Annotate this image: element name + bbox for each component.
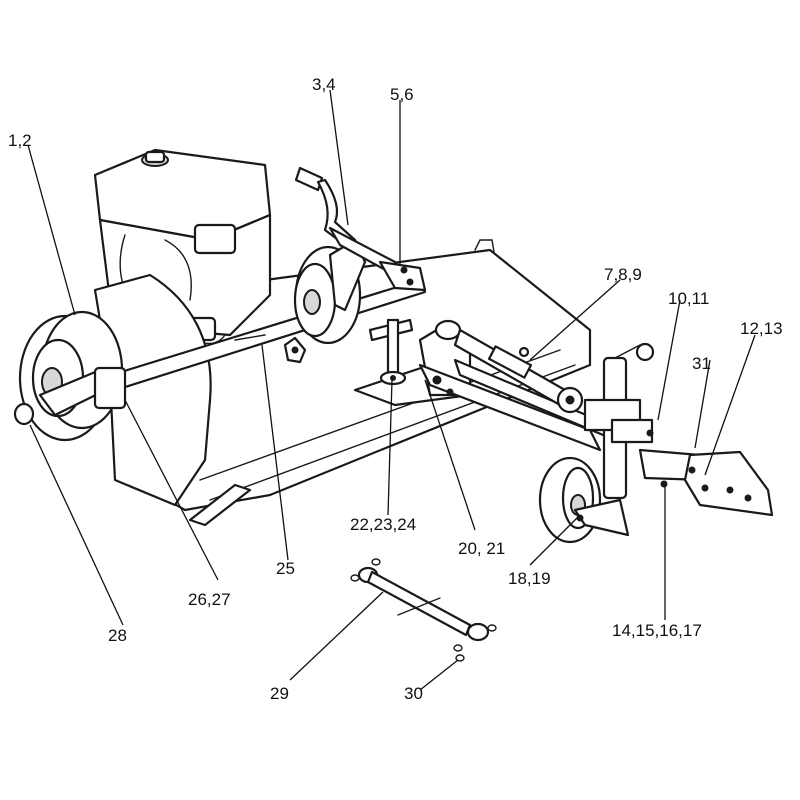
callout-3-4: 3,4 <box>312 75 336 94</box>
leader-lines <box>27 89 756 691</box>
callout-31: 31 <box>692 354 711 373</box>
callout-7-8-9: 7,8,9 <box>604 265 642 284</box>
callout-30: 30 <box>404 684 423 703</box>
jockey-wheel <box>538 456 630 544</box>
callout-28: 28 <box>108 626 127 645</box>
callout-14-15-16-17: 14,15,16,17 <box>612 621 702 640</box>
callout-25: 25 <box>276 559 295 578</box>
callout-5-6: 5,6 <box>390 85 414 104</box>
jockey-post <box>583 342 655 500</box>
hub-cap <box>13 402 35 426</box>
jack-screw <box>368 318 414 386</box>
pin <box>453 644 465 662</box>
callout-10-11: 10,11 <box>668 289 710 308</box>
left-wheel <box>18 310 127 442</box>
drawbar <box>353 320 617 452</box>
callout-29: 29 <box>270 684 289 703</box>
callout-20-21: 20, 21 <box>458 539 506 558</box>
height-handle <box>294 166 427 292</box>
rear-wheel <box>293 238 367 345</box>
callout-22-23-24: 22,23,24 <box>350 515 417 534</box>
callout-1-2: 1,2 <box>8 131 32 150</box>
callout-18-19: 18,19 <box>508 569 551 588</box>
hitch-coupling <box>638 429 774 517</box>
side-panel <box>93 273 212 507</box>
link-arm <box>350 558 497 642</box>
top-link <box>434 319 584 414</box>
callout-26-27: 26,27 <box>188 590 231 609</box>
callout-12-13: 12,13 <box>740 319 783 338</box>
